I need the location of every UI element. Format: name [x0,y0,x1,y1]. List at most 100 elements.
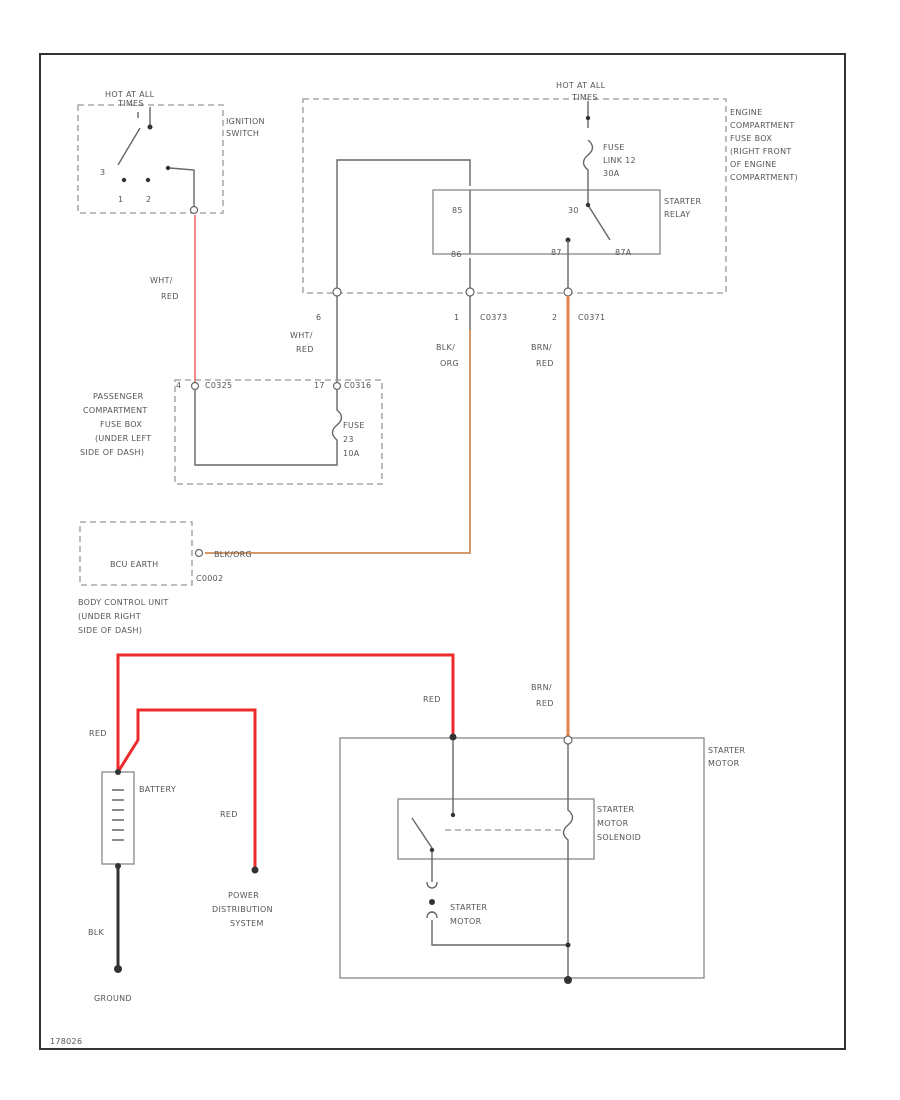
starter-relay-box [432,189,661,255]
brn-red-label-1a: BRN/ [531,343,552,352]
ignition-switch-blade [117,112,141,166]
ignition-switch-boundary [77,104,224,214]
engine-pin-1: 1 [454,313,459,322]
starter-motor-assembly: STARTER MOTOR STARTER MOTOR SOLENOID STA… [339,733,746,984]
inner-starter-label-1: STARTER [450,903,488,912]
passenger-box-label-2: COMPARTMENT [83,406,148,415]
relay-feed-loop [336,159,471,288]
relay-pin-86: 86 [451,250,462,259]
engine-hot-label: HOT AT ALL [556,81,606,90]
engine-times-label: TIMES [571,93,598,102]
body-control-unit: BCU EARTH BLK/ORG C0002 BODY CONTROL UNI… [78,521,252,635]
engine-box-terminal-1 [465,287,475,297]
passenger-terminal-4 [190,381,200,391]
ignition-output-terminal [189,205,199,215]
ignition-switch-label-1: IGNITION [226,117,265,126]
starter-motor-label-1: STARTER [708,746,746,755]
starter-relay-label-2: RELAY [664,210,691,219]
ignition-feed-dot [147,124,153,130]
motor-brush-top [426,881,438,889]
diagram-code: 178026 [50,1037,82,1046]
solenoid-label-2: MOTOR [597,819,629,828]
solenoid-contact-blade [411,817,433,849]
bcu-terminal [194,548,204,558]
fuse-link-label-2: LINK 12 [603,156,636,165]
passenger-fuse-box-boundary [174,379,383,485]
ignition-pos-3: 3 [100,168,105,177]
engine-compartment-fuse-box: HOT AT ALL TIMES ENGINE COMPARTMENT FUSE… [302,81,798,322]
red-label-2: RED [423,695,441,704]
passenger-compartment-fuse-box: 4 C0325 17 C0316 FUSE 23 10A PASSENGER C… [80,379,383,485]
ground-point [114,965,122,973]
passenger-pin-4: 4 [176,381,181,390]
fuse-link-12-symbol [582,139,594,186]
engine-box-label-6: COMPARTMENT) [730,173,798,182]
starter-motor-label-2: MOTOR [708,759,740,768]
diagram-frame [39,53,846,1050]
fuse-23-label-2: 23 [343,435,354,444]
red-wire-battery-solenoid [116,653,455,772]
solenoid-contact-top [450,812,456,818]
bcu-earth-label: BCU EARTH [110,560,158,569]
wht-red-label-1a: WHT/ [150,276,173,285]
passenger-terminal-17 [332,381,342,391]
engine-fuse-box-boundary [302,98,727,294]
bcu-boundary [79,521,193,586]
battery: BATTERY [101,769,176,869]
engine-conn-c0373: C0373 [480,313,507,322]
engine-pin-2: 2 [552,313,557,322]
starter-relay-label-1: STARTER [664,197,702,206]
engine-box-label-4: (RIGHT FRONT [730,147,792,156]
bcu-label-2: (UNDER RIGHT [78,612,141,621]
engine-box-label-2: COMPARTMENT [730,121,795,130]
ignition-times-label: TIMES [117,99,144,108]
fuse-23-symbol [331,390,343,441]
battery-positive-terminal [115,769,121,775]
motor-brush-bottom [426,911,438,919]
motor-ground-wire [431,920,568,946]
power-dist-label-2: DISTRIBUTION [212,905,273,914]
engine-box-label-1: ENGINE [730,108,762,117]
red-wire-power-distribution [116,708,257,868]
fuse-link-label-1: FUSE [603,143,625,152]
red-label-3: RED [220,810,238,819]
ignition-hot-label: HOT AT ALL [105,90,155,99]
fuse-link-feed-dot [585,115,591,121]
starter-ground-point [564,976,572,984]
solenoid-contact-bottom [429,847,435,853]
ignition-output-wire [169,167,195,206]
bcu-wire-label: BLK/ORG [214,550,252,559]
relay-pin-87a: 87A [615,248,632,257]
blk-org-label-b: ORG [440,359,459,368]
ignition-contact-3 [165,165,171,171]
battery-case [101,771,135,865]
engine-box-label-5: OF ENGINE [730,160,777,169]
blk-org-wire [205,330,471,554]
relay-pin-30: 30 [568,206,579,215]
solenoid-coil-line [562,744,574,980]
engine-conn-c0371: C0371 [578,313,605,322]
power-dist-label-3: SYSTEM [230,919,264,928]
ignition-switch: HOT AT ALL TIMES IGNITION SWITCH 3 1 2 [77,90,265,215]
wht-red-label-2b: RED [296,345,314,354]
battery-label: BATTERY [139,785,176,794]
starter-battery-terminal [449,733,457,741]
passenger-internal-wire [194,390,338,466]
brn-red-label-2a: BRN/ [531,683,552,692]
passenger-box-label-1: PASSENGER [93,392,144,401]
solenoid-label-1: STARTER [597,805,635,814]
fuse-23-label-1: FUSE [343,421,365,430]
passenger-pin-17: 17 [314,381,325,390]
red-label-1: RED [89,729,107,738]
passenger-box-label-4: (UNDER LEFT [95,434,151,443]
engine-pin-6: 6 [316,313,321,322]
starter-solenoid-box [397,798,595,860]
brn-red-label-1b: RED [536,359,554,368]
ignition-switch-label-2: SWITCH [226,129,259,138]
ignition-contact-2 [145,177,151,183]
fuse-23-label-3: 10A [343,449,360,458]
passenger-conn-c0325: C0325 [205,381,232,390]
motor-armature [429,899,435,905]
bcu-conn-c0002: C0002 [196,574,223,583]
